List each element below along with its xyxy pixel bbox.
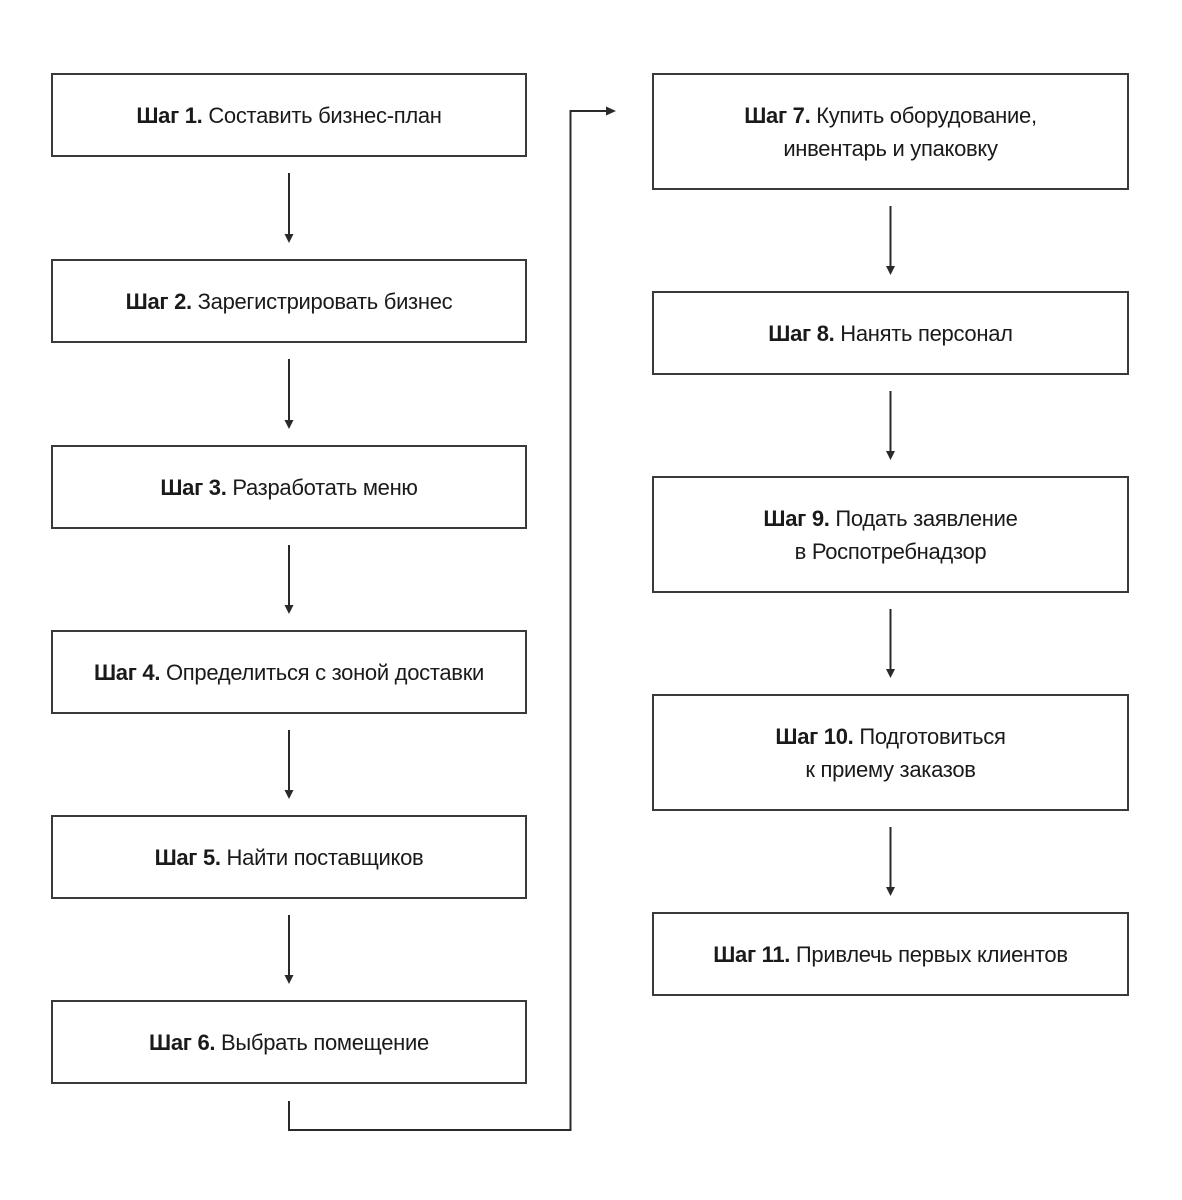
arrowhead-6-7 xyxy=(606,106,616,116)
arrowhead-1-2 xyxy=(284,234,294,243)
step-7-label: Шаг 7. xyxy=(744,102,811,128)
arrowhead-10-11 xyxy=(886,887,895,896)
step-10-box: Шаг 10. Подготовиться к приему заказов xyxy=(652,694,1129,811)
arrowhead-7-8 xyxy=(886,266,895,275)
step-10-text-line-2: к приему заказов xyxy=(805,756,976,782)
arrowhead-9-10 xyxy=(886,669,895,678)
step-8-box: Шаг 8. Нанять персонал xyxy=(652,291,1129,375)
step-1-label: Шаг 1. xyxy=(136,102,203,128)
step-3-box: Шаг 3. Разработать меню xyxy=(51,445,527,529)
step-2-box: Шаг 2. Зарегистрировать бизнес xyxy=(51,259,527,343)
arrowhead-8-9 xyxy=(886,451,895,460)
step-7-box: Шаг 7. Купить оборудование, инвентарь и у… xyxy=(652,73,1129,190)
step-9-label: Шаг 9. xyxy=(763,505,830,531)
step-2-label: Шаг 2. xyxy=(125,288,192,314)
step-11-label: Шаг 11. xyxy=(713,941,791,967)
step-10-label: Шаг 10. xyxy=(775,723,854,749)
step-6-label: Шаг 6. xyxy=(149,1029,216,1055)
connector-6-7 xyxy=(288,110,610,1131)
step-3-text: Разработать меню xyxy=(232,474,418,500)
step-4-text: Определиться с зоной доставки xyxy=(165,659,485,685)
step-7-text-line-1: Купить оборудование, xyxy=(816,102,1037,128)
step-6-box: Шаг 6. Выбрать помещение xyxy=(51,1000,527,1084)
step-7-text-line-2: инвентарь и упаковку xyxy=(783,135,998,161)
step-1-text: Составить бизнес-план xyxy=(208,102,442,128)
step-3-label: Шаг 3. xyxy=(160,474,227,500)
step-6-text: Выбрать помещение xyxy=(221,1029,429,1055)
step-9-text-line-2: в Роспотребнадзор xyxy=(794,538,987,564)
step-5-text: Найти поставщиков xyxy=(226,844,424,870)
step-9-text-line-1: Подать заявление xyxy=(835,505,1018,531)
arrowhead-2-3 xyxy=(284,420,294,429)
arrowhead-4-5 xyxy=(284,790,294,799)
step-1-box: Шаг 1. Составить бизнес-план xyxy=(51,73,527,157)
step-5-label: Шаг 5. xyxy=(154,844,221,870)
step-10-text-line-1: Подготовиться xyxy=(859,723,1006,749)
step-11-text: Привлечь первых клиентов xyxy=(795,941,1068,967)
step-9-box: Шаг 9. Подать заявление в Роспотребнадзор xyxy=(652,476,1129,593)
arrowhead-3-4 xyxy=(284,605,294,614)
step-2-text: Зарегистрировать бизнес xyxy=(197,288,453,314)
step-8-label: Шаг 8. xyxy=(768,320,835,346)
step-4-label: Шаг 4. xyxy=(93,659,161,685)
step-4-box: Шаг 4. Определиться с зоной доставки xyxy=(51,630,527,714)
step-8-text: Нанять персонал xyxy=(840,320,1013,346)
step-11-box: Шаг 11. Привлечь первых клиентов xyxy=(652,912,1129,996)
arrowhead-5-6 xyxy=(284,975,294,984)
step-5-box: Шаг 5. Найти поставщиков xyxy=(51,815,527,899)
